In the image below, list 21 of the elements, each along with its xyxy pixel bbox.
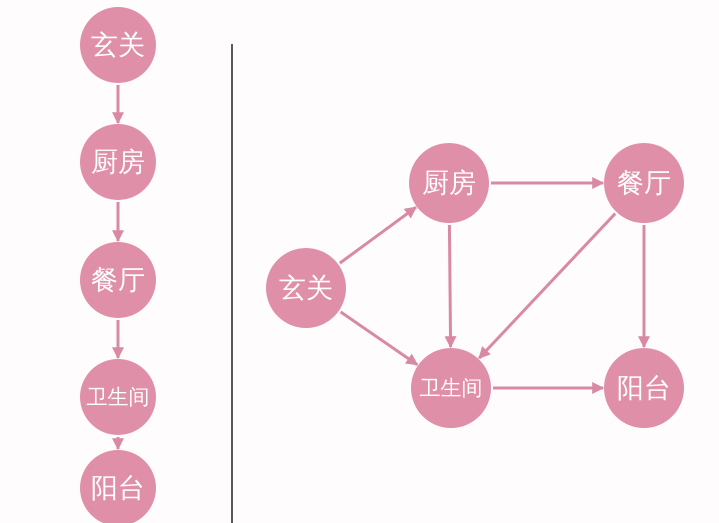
arrow <box>444 224 456 348</box>
room-circle: 餐厅 <box>604 143 684 223</box>
arrow <box>478 212 616 360</box>
room-circle: 阳台 <box>80 450 156 523</box>
arrow <box>112 85 124 124</box>
room-circle: 卫生间 <box>411 348 491 428</box>
arrow <box>112 437 124 450</box>
room-circle: 玄关 <box>266 248 346 328</box>
arrow <box>493 382 604 394</box>
room-circle: 餐厅 <box>80 242 156 318</box>
room-circle: 厨房 <box>409 143 489 223</box>
arrow <box>112 320 124 360</box>
room-circle: 厨房 <box>80 124 156 200</box>
arrow <box>491 177 604 189</box>
room-circle: 卫生间 <box>80 359 156 435</box>
room-circle: 玄关 <box>80 7 156 83</box>
arrow <box>112 202 124 242</box>
arrow <box>638 225 650 348</box>
room-circle: 阳台 <box>604 348 684 428</box>
arrow <box>340 310 418 366</box>
arrow <box>338 206 417 264</box>
